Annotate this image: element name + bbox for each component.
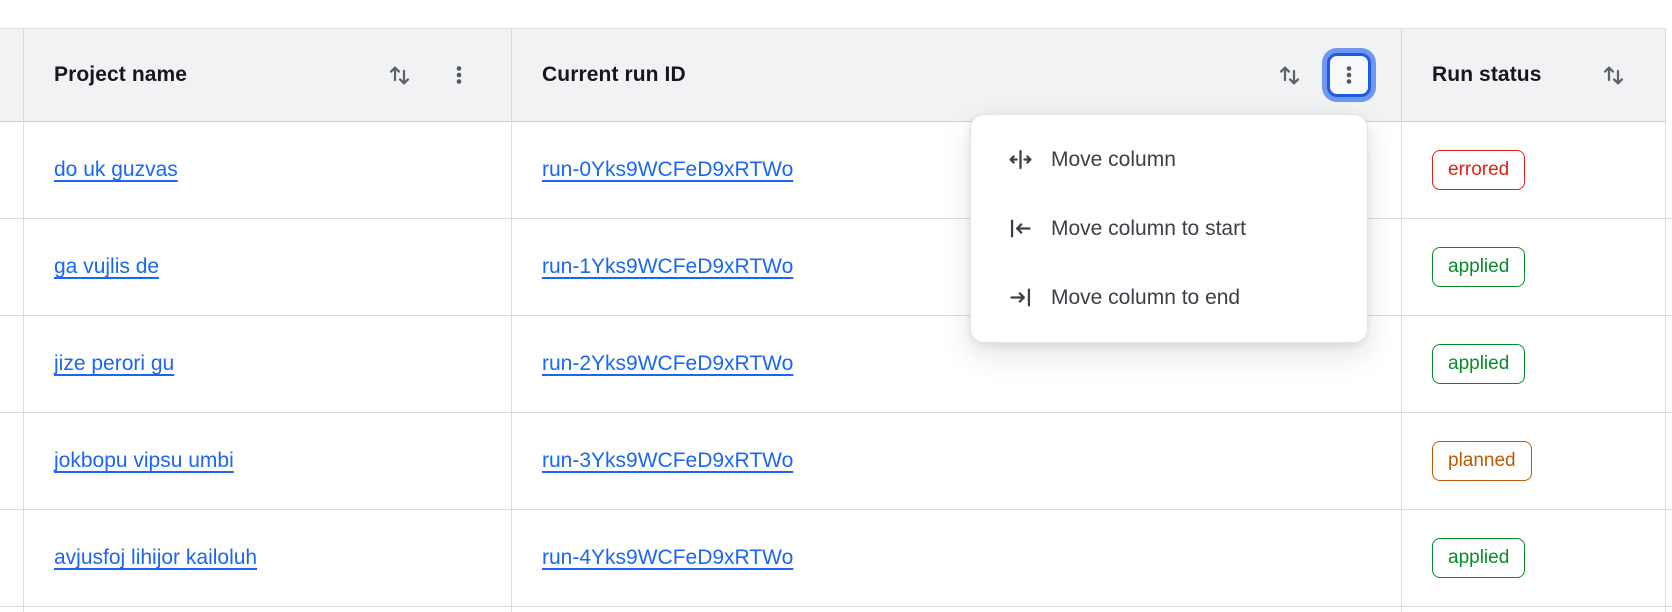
table-row: avjusfoj lihijor kailoluh run-4Yks9WCFeD… bbox=[0, 510, 1672, 607]
status-badge: planned bbox=[1432, 441, 1532, 481]
status-badge: applied bbox=[1432, 344, 1526, 384]
run-id-link[interactable]: run-1Yks9WCFeD9xRTWo bbox=[542, 255, 794, 278]
status-badge: applied bbox=[1432, 538, 1526, 578]
menu-item-move-column-to-start[interactable]: Move column to start bbox=[971, 194, 1367, 263]
project-name-link[interactable]: do uk guzvas bbox=[54, 158, 178, 181]
sort-run-status-button[interactable] bbox=[1591, 53, 1635, 97]
move-column-icon bbox=[1009, 149, 1032, 170]
move-column-to-end-icon bbox=[1010, 288, 1031, 307]
kebab-icon bbox=[456, 66, 462, 84]
header-cell-prev-column-edge bbox=[0, 28, 24, 122]
header-right-gap bbox=[1666, 28, 1672, 122]
table-row: do uk guzvas run-0Yks9WCFeD9xRTWo errore… bbox=[0, 122, 1672, 219]
move-column-to-start-icon bbox=[1010, 219, 1031, 238]
sort-current-run-id-button[interactable] bbox=[1267, 53, 1311, 97]
projects-table: Project name bbox=[0, 28, 1672, 612]
menu-item-move-column-to-end[interactable]: Move column to end bbox=[971, 263, 1367, 332]
menu-item-label: Move column bbox=[1051, 147, 1176, 171]
swap-vertical-icon bbox=[1279, 66, 1299, 84]
swap-vertical-icon bbox=[389, 66, 409, 84]
status-badge: errored bbox=[1432, 150, 1526, 190]
menu-item-label: Move column to start bbox=[1051, 216, 1246, 240]
menu-item-label: Move column to end bbox=[1051, 285, 1241, 309]
run-id-link[interactable]: run-0Yks9WCFeD9xRTWo bbox=[542, 158, 794, 181]
column-title: Run status bbox=[1432, 63, 1542, 86]
table-row: jokbopu vipsu umbi run-3Yks9WCFeD9xRTWo … bbox=[0, 413, 1672, 510]
project-name-link[interactable]: ga vujlis de bbox=[54, 255, 160, 278]
table-header-row: Project name bbox=[0, 28, 1672, 122]
table-row-partial bbox=[0, 607, 1672, 612]
table-row: ga vujlis de run-1Yks9WCFeD9xRTWo applie… bbox=[0, 219, 1672, 316]
run-id-link[interactable]: run-3Yks9WCFeD9xRTWo bbox=[542, 449, 794, 472]
column-header-current-run-id: Current run ID bbox=[512, 28, 1402, 122]
menu-item-move-column[interactable]: Move column bbox=[971, 125, 1367, 194]
run-id-link[interactable]: run-4Yks9WCFeD9xRTWo bbox=[542, 546, 794, 569]
project-name-link[interactable]: jokbopu vipsu umbi bbox=[54, 449, 234, 472]
column-options-menu: Move column Move column to start Move co… bbox=[970, 114, 1368, 343]
project-name-link[interactable]: avjusfoj lihijor kailoluh bbox=[54, 546, 258, 569]
run-id-link[interactable]: run-2Yks9WCFeD9xRTWo bbox=[542, 352, 794, 375]
status-badge: applied bbox=[1432, 247, 1526, 287]
column-header-project-name: Project name bbox=[24, 28, 512, 122]
project-name-column-menu-button[interactable] bbox=[437, 53, 481, 97]
swap-vertical-icon bbox=[1603, 66, 1623, 84]
column-title: Current run ID bbox=[542, 63, 686, 86]
project-name-link[interactable]: jize perori gu bbox=[54, 352, 175, 375]
column-header-run-status: Run status bbox=[1402, 28, 1666, 122]
kebab-icon bbox=[1346, 66, 1352, 84]
current-run-id-column-menu-button-active[interactable] bbox=[1327, 53, 1371, 97]
column-title: Project name bbox=[54, 63, 188, 86]
table-row: jize perori gu run-2Yks9WCFeD9xRTWo appl… bbox=[0, 316, 1672, 413]
sort-project-name-button[interactable] bbox=[377, 53, 421, 97]
